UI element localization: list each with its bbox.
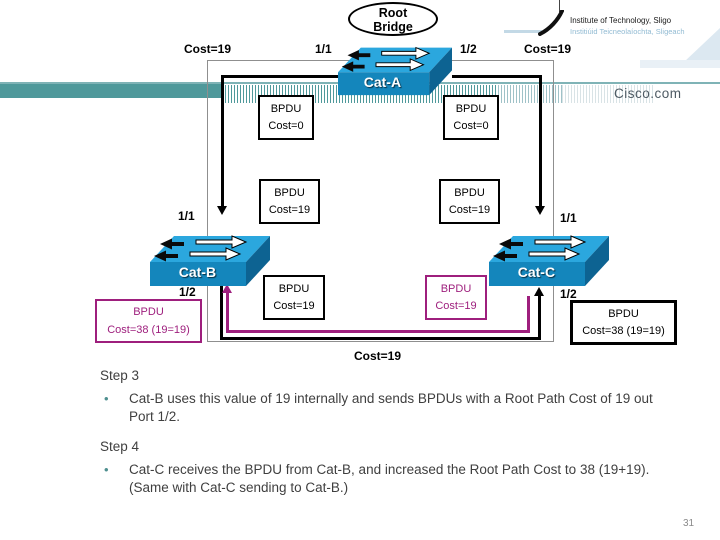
cost-label-top-left: Cost=19: [184, 42, 232, 56]
header-band-stripes: [562, 85, 654, 103]
switch-icon: [338, 46, 452, 96]
bpdu-box: BPDU Cost=0: [258, 95, 314, 140]
arrow-down-icon: [535, 206, 545, 215]
cost-label-bottom: Cost=19: [354, 349, 402, 363]
port-label-cat-c-1-1: 1/1: [560, 211, 577, 225]
bpdu-title: BPDU: [270, 102, 302, 115]
port-label-cat-b-1-1: 1/1: [178, 209, 195, 223]
flow-line-b-to-c: [538, 295, 541, 340]
bpdu-cost: Cost=0: [453, 120, 489, 133]
switch-name-label: Cat-A: [363, 74, 402, 91]
cisco-wordmark: Cisco.com: [614, 86, 682, 101]
logo-tick-mark: [559, 0, 560, 12]
bpdu-cost: Cost=0: [268, 120, 304, 133]
bpdu-title: BPDU: [278, 282, 310, 295]
bpdu-title: BPDU: [274, 186, 305, 199]
bpdu-cost: Cost=19: [273, 300, 315, 313]
port-label-cat-c-1-2: 1/2: [560, 287, 577, 301]
arrow-up-icon: [534, 287, 544, 296]
page-number: 31: [683, 518, 695, 529]
bpdu-cost: Cost=38 (19=19): [582, 325, 665, 337]
bpdu-box: BPDU Cost=19: [263, 275, 325, 320]
switch-icon: [150, 235, 270, 286]
bpdu-cost: Cost=19: [435, 300, 477, 313]
flow-line-c-to-b: [527, 296, 530, 333]
bpdu-title: BPDU: [454, 186, 485, 199]
step-4-text: Cat-C receives the BPDU from Cat-B, and …: [129, 462, 650, 495]
switch-icon: [489, 235, 609, 286]
bullet-icon: •: [104, 391, 109, 406]
flow-line-a-to-b: [221, 75, 224, 207]
flow-line-c-to-b: [226, 292, 229, 333]
switch-cat-b: Cat-B: [147, 228, 273, 288]
bpdu-cost: Cost=19: [448, 204, 491, 217]
step-4-title: Step 4: [100, 439, 140, 454]
bpdu-title: BPDU: [440, 282, 472, 295]
bpdu-box: BPDU Cost=19: [425, 275, 487, 320]
flow-line-a-to-c: [452, 75, 542, 78]
institute-logo-icon: [538, 10, 564, 36]
flow-line-b-to-c: [220, 337, 541, 340]
root-bridge-oval: Root Bridge: [348, 2, 438, 36]
bpdu-cost: Cost=38 (19=19): [107, 323, 190, 336]
bpdu-box: BPDU Cost=0: [443, 95, 499, 140]
arrow-up-icon: [222, 284, 232, 293]
switch-cat-a: Cat-A: [332, 40, 458, 97]
institute-name-english: Institute of Technology, Sligo: [570, 16, 672, 25]
cost-label-top-right: Cost=19: [524, 42, 572, 56]
bpdu-box: BPDU Cost=19: [259, 179, 320, 224]
bpdu-title: BPDU: [455, 102, 487, 115]
flow-line-a-to-c: [539, 75, 542, 207]
switch-name-label: Cat-C: [517, 264, 556, 280]
step-3-text: Cat-B uses this value of 19 internally a…: [129, 391, 653, 424]
arrow-down-icon: [217, 206, 227, 215]
bpdu-box: BPDU Cost=19: [439, 179, 500, 224]
switch-cat-c: Cat-C: [486, 228, 612, 288]
logo-underline: [504, 30, 542, 33]
flow-line-b-to-c: [220, 286, 223, 340]
bpdu-cost: Cost=19: [268, 204, 311, 217]
flow-line-c-to-b: [226, 330, 530, 333]
institute-name-irish: Institiúid Teicneolaíochta, Sligeach: [570, 27, 685, 36]
bpdu-box: BPDU Cost=38 (19=19): [570, 300, 677, 345]
bpdu-title: BPDU: [608, 308, 639, 320]
header-band-stripes: [498, 85, 562, 103]
logo-decoration: [640, 60, 720, 68]
bullet-icon: •: [104, 462, 109, 477]
bpdu-title: BPDU: [133, 306, 164, 319]
switch-name-label: Cat-B: [178, 264, 217, 280]
port-label-cat-b-1-2: 1/2: [179, 285, 196, 299]
step-3-title: Step 3: [100, 368, 140, 383]
port-label-cat-a-1-2: 1/2: [460, 42, 477, 56]
flow-line-a-to-b: [221, 75, 341, 78]
root-bridge-label: Root: [378, 6, 408, 20]
bpdu-box: BPDU Cost=38 (19=19): [95, 299, 202, 343]
logo-decoration: [684, 28, 720, 62]
header-band: [0, 84, 222, 98]
root-bridge-label: Bridge: [373, 20, 413, 34]
port-label-cat-a-1-1: 1/1: [315, 42, 332, 56]
